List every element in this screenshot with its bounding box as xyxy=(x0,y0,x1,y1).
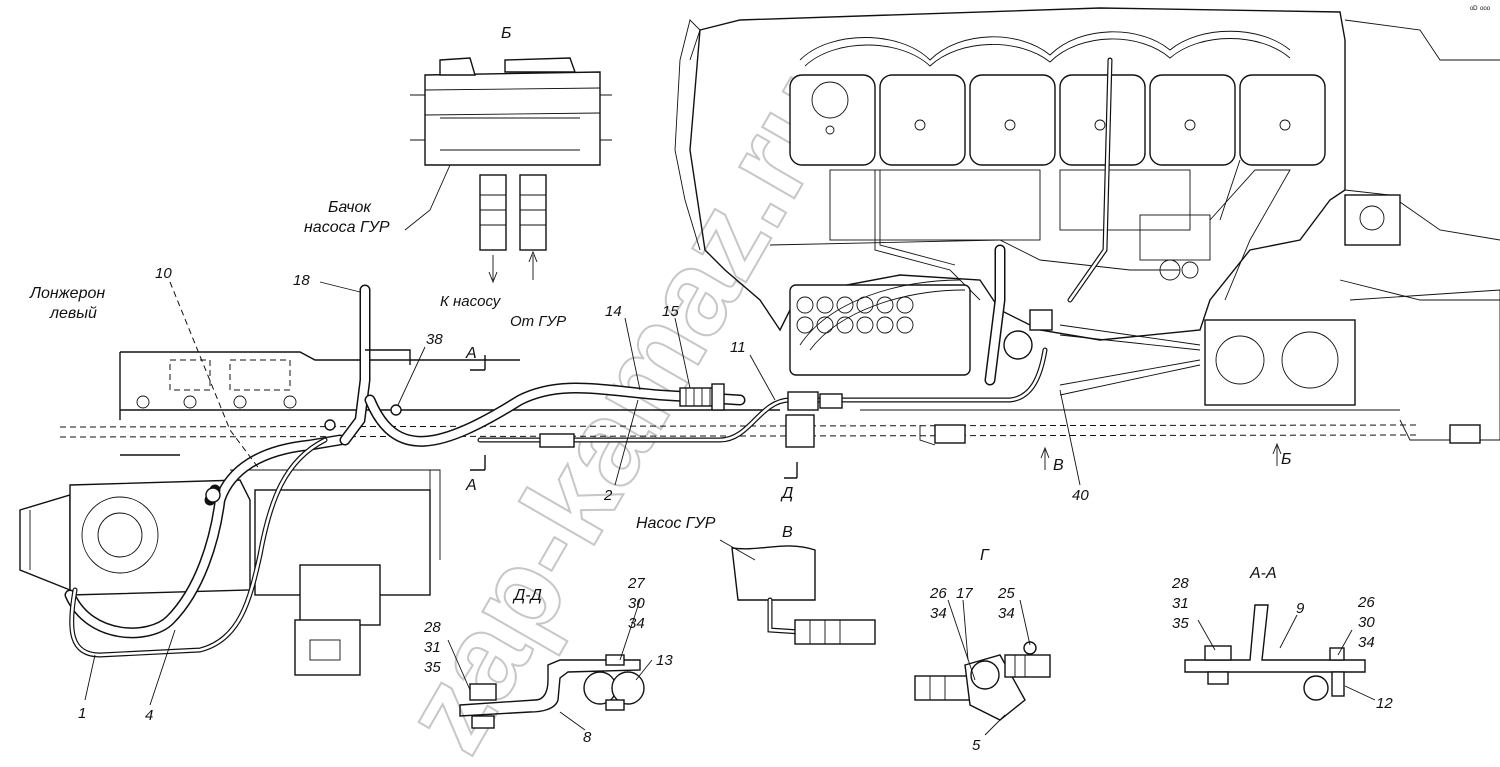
dd-callout-34: 34 xyxy=(628,615,645,632)
g-callout-26: 26 xyxy=(929,585,947,602)
caption-pump: Насос ГУР xyxy=(636,515,716,532)
caption-tank-line1: Бачок xyxy=(328,199,372,216)
aa-callout-12: 12 xyxy=(1376,695,1393,712)
mark-d: Д xyxy=(780,485,793,502)
aa-callout-28: 28 xyxy=(1171,575,1189,592)
aa-callout-30: 30 xyxy=(1358,614,1375,631)
fitting-11 xyxy=(787,391,819,411)
callout-numbers: 18 10 38 14 15 11 2 40 1 4 28 31 35 27 3… xyxy=(78,265,1393,754)
hose-4 xyxy=(64,434,346,639)
g-callout-34b: 34 xyxy=(998,605,1015,622)
fuel-pump-cluster xyxy=(789,279,971,376)
steering-gear xyxy=(19,469,441,676)
view-dd-title: Д-Д xyxy=(512,587,542,604)
pipe-1 xyxy=(69,437,328,658)
g-callout-25: 25 xyxy=(997,585,1015,602)
view-g xyxy=(914,641,1051,721)
leader-lines xyxy=(84,164,1376,736)
dd-callout-13: 13 xyxy=(656,652,673,669)
dd-callout-28: 28 xyxy=(423,619,441,636)
view-v-title: В xyxy=(782,524,793,541)
hose-14-pressure xyxy=(364,382,746,447)
caption-to-pump: К насосу xyxy=(440,293,502,310)
caption-frame-line1: Лонжерон xyxy=(29,285,105,302)
view-aa xyxy=(1184,604,1366,701)
mark-a-top: А xyxy=(465,345,477,362)
view-dd xyxy=(459,654,645,729)
aa-callout-34: 34 xyxy=(1358,634,1375,651)
g-callout-34a: 34 xyxy=(930,605,947,622)
callout-1: 1 xyxy=(78,705,86,722)
aa-callout-31: 31 xyxy=(1172,595,1189,612)
aa-callout-26: 26 xyxy=(1357,594,1375,611)
dd-callout-30: 30 xyxy=(628,595,645,612)
aa-callout-9: 9 xyxy=(1296,600,1305,617)
callout-14: 14 xyxy=(605,303,622,320)
view-aa-title: А-А xyxy=(1249,565,1277,582)
captions: Бачок насоса ГУР К насосу От ГУР Лонжеро… xyxy=(29,199,716,532)
callout-40: 40 xyxy=(1072,487,1089,504)
hose-18-return xyxy=(339,284,411,446)
section-marks: А А Д В Б xyxy=(465,345,1291,502)
dd-callout-35: 35 xyxy=(424,659,441,676)
callout-2: 2 xyxy=(603,487,613,504)
mark-v: В xyxy=(1053,457,1064,474)
dd-callout-8: 8 xyxy=(583,729,592,746)
g-callout-17: 17 xyxy=(956,585,973,602)
view-v-pump xyxy=(731,545,876,645)
view-titles: Б В Г Д-Д А-А xyxy=(501,25,1277,604)
callout-15: 15 xyxy=(662,303,679,320)
right-bracket xyxy=(1059,159,1500,441)
view-b-title: Б xyxy=(501,25,511,42)
mark-b: Б xyxy=(1281,451,1291,468)
dd-callout-27: 27 xyxy=(627,575,645,592)
callout-18: 18 xyxy=(293,272,310,289)
view-g-title: Г xyxy=(980,547,990,564)
callout-11: 11 xyxy=(730,339,746,356)
view-b-tank xyxy=(410,57,612,284)
dd-callout-31: 31 xyxy=(424,639,441,656)
pump-union xyxy=(785,414,815,448)
engine-block xyxy=(674,7,1500,386)
callout-4: 4 xyxy=(145,707,153,724)
caption-tank-line2: насоса ГУР xyxy=(304,219,390,236)
aa-callout-35: 35 xyxy=(1172,615,1189,632)
cylinder-covers xyxy=(789,74,1326,166)
callout-10: 10 xyxy=(155,265,172,282)
g-callout-5: 5 xyxy=(972,737,981,754)
caption-from-gur: От ГУР xyxy=(510,313,566,330)
caption-frame-line2: левый xyxy=(49,305,97,322)
mark-a-bottom: А xyxy=(465,477,477,494)
callout-38: 38 xyxy=(426,331,443,348)
corner-mark: ᵒᴰ ᵒᵒᵒ xyxy=(1470,4,1491,14)
